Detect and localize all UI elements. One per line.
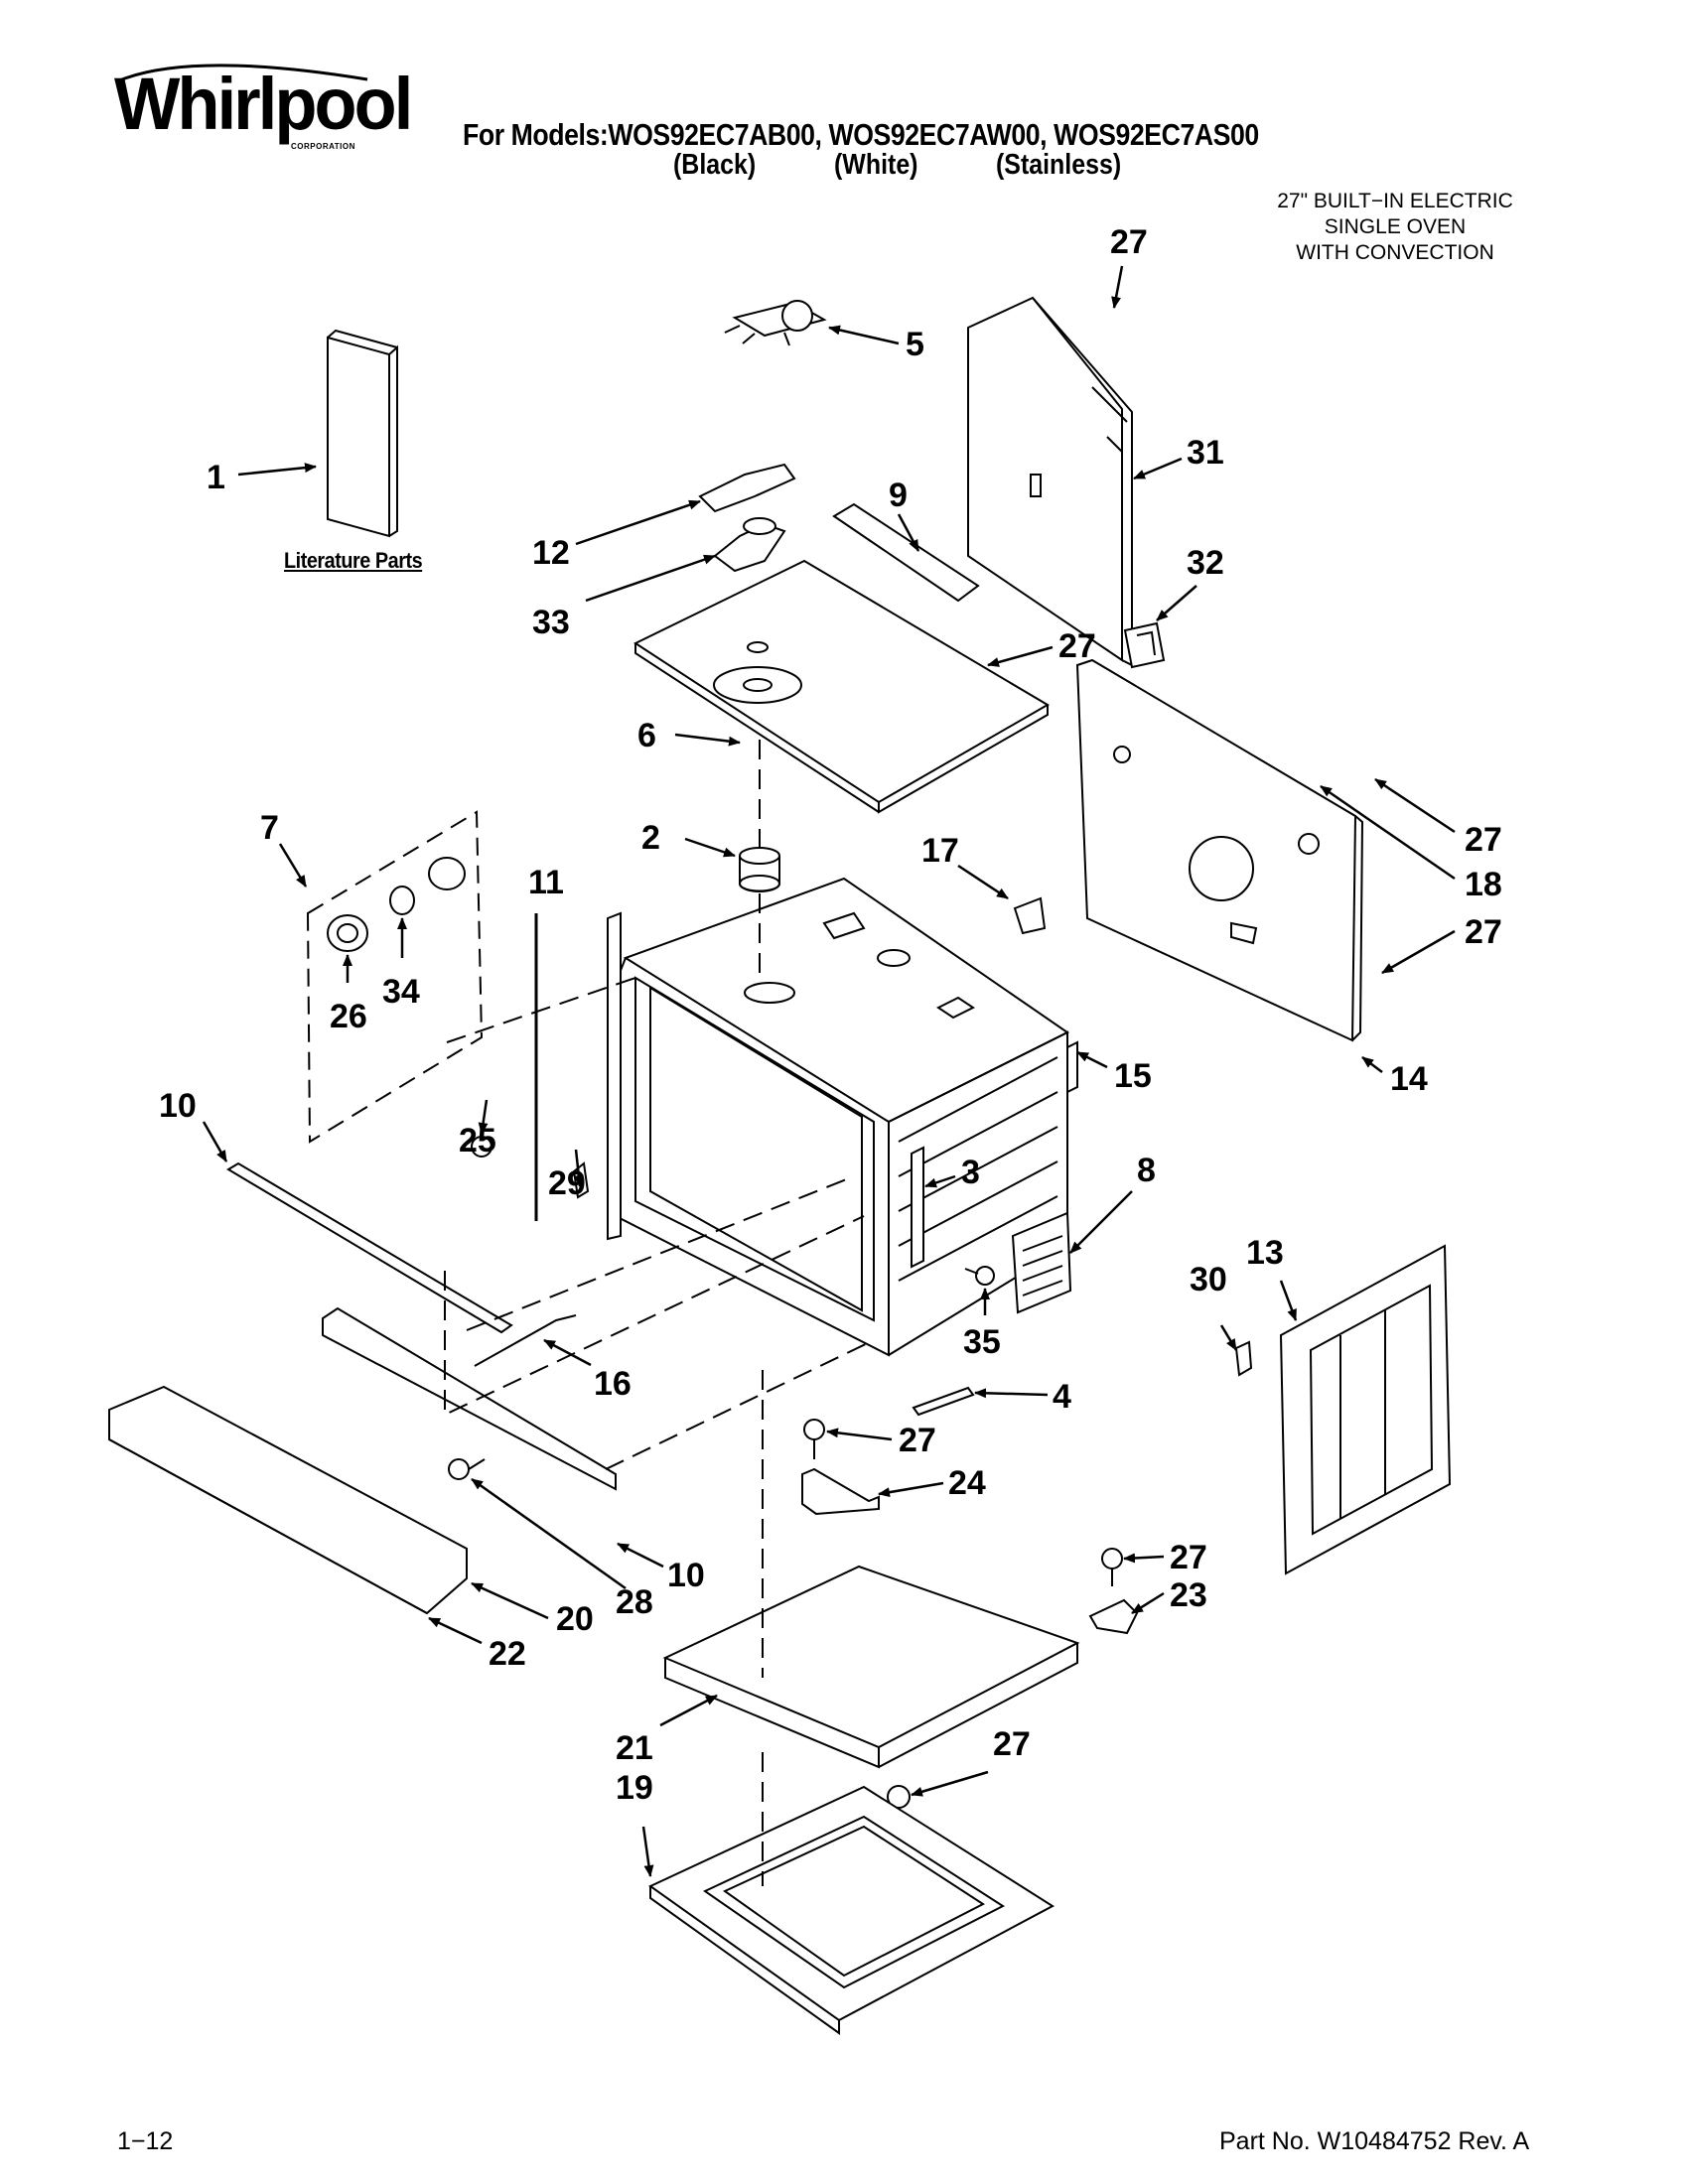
part-number: Part No. W10484752 Rev. A bbox=[1219, 2127, 1530, 2155]
callout-23: 23 bbox=[1170, 1576, 1207, 1614]
callout-7: 7 bbox=[260, 809, 279, 847]
part-25 bbox=[471, 1136, 492, 1158]
description-line: WITH CONVECTION bbox=[1296, 241, 1494, 264]
leader-arrows bbox=[202, 265, 1456, 1877]
part-side-panel-13 bbox=[1279, 1244, 1452, 1575]
description-line: SINGLE OVEN bbox=[1324, 215, 1467, 238]
callout-8: 8 bbox=[1137, 1152, 1156, 1189]
part-vent-33 bbox=[713, 522, 786, 573]
part-light-26-34 bbox=[327, 857, 466, 952]
callout-20: 20 bbox=[556, 1600, 594, 1638]
part-screw-28 bbox=[448, 1458, 486, 1480]
product-description: 27" BUILT−IN ELECTRIC SINGLE OVEN WITH C… bbox=[1246, 189, 1544, 266]
callout-21: 21 bbox=[616, 1729, 653, 1767]
description-line: 27" BUILT−IN ELECTRIC bbox=[1277, 190, 1513, 212]
part-switch-5 bbox=[724, 300, 827, 346]
callout-2: 2 bbox=[641, 819, 660, 857]
brand-swoosh bbox=[116, 64, 368, 83]
callout-labels: 27 5 1 31 12 9 32 33 27 6 7 2 17 27 18 2… bbox=[159, 223, 1502, 1807]
part-screw-27f bbox=[1101, 1548, 1123, 1586]
callout-27: 27 bbox=[993, 1725, 1031, 1763]
part-bracket-3 bbox=[911, 1146, 924, 1269]
callout-27: 27 bbox=[899, 1422, 936, 1459]
part-literature bbox=[327, 329, 398, 538]
finish-stainless: (Stainless) bbox=[996, 149, 1122, 181]
brand-corporation: CORPORATION bbox=[291, 142, 355, 151]
part-shield-9 bbox=[832, 502, 980, 603]
callout-25: 25 bbox=[459, 1122, 496, 1160]
callout-14: 14 bbox=[1390, 1060, 1428, 1098]
callout-24: 24 bbox=[948, 1464, 986, 1502]
part-grille-8 bbox=[1011, 1211, 1072, 1314]
callout-35: 35 bbox=[963, 1323, 1001, 1361]
part-drawings bbox=[108, 64, 1452, 2035]
literature-parts-label: Literature Parts bbox=[284, 548, 423, 573]
finish-white: (White) bbox=[834, 149, 918, 181]
brand-logo: Whirlpool bbox=[114, 63, 413, 145]
assembly-guides bbox=[444, 740, 875, 1886]
part-rear-panel-14 bbox=[1075, 658, 1364, 1042]
callout-29: 29 bbox=[548, 1164, 586, 1202]
callout-10: 10 bbox=[159, 1087, 197, 1125]
callout-26: 26 bbox=[330, 998, 367, 1035]
part-clip-30 bbox=[1234, 1340, 1253, 1377]
part-frame-strip bbox=[607, 911, 622, 1241]
callout-13: 13 bbox=[1246, 1234, 1284, 1272]
part-bracket-23 bbox=[1088, 1598, 1139, 1635]
callout-27: 27 bbox=[1170, 1539, 1207, 1576]
callout-12: 12 bbox=[532, 534, 570, 572]
callout-10: 10 bbox=[667, 1557, 705, 1594]
part-vent-12 bbox=[698, 463, 796, 513]
callout-34: 34 bbox=[382, 973, 420, 1011]
part-trim-20-22 bbox=[108, 1385, 468, 1615]
callout-27: 27 bbox=[1058, 627, 1096, 665]
callout-16: 16 bbox=[594, 1365, 632, 1403]
callout-15: 15 bbox=[1114, 1057, 1152, 1095]
page-number: 1−12 bbox=[117, 2127, 174, 2155]
callout-27: 27 bbox=[1110, 223, 1148, 261]
callout-5: 5 bbox=[906, 326, 924, 363]
part-screw-35 bbox=[964, 1266, 995, 1286]
part-bottom-tray-19 bbox=[648, 1785, 1055, 2035]
models-title: For Models:WOS92EC7AB00, WOS92EC7AW00, W… bbox=[463, 117, 1259, 152]
callout-17: 17 bbox=[921, 832, 959, 870]
part-panel-31 bbox=[967, 296, 1133, 667]
part-bracket-15 bbox=[1066, 1040, 1078, 1094]
part-bracket-24 bbox=[801, 1467, 880, 1516]
callout-28: 28 bbox=[616, 1583, 653, 1621]
callout-32: 32 bbox=[1187, 544, 1224, 582]
callout-30: 30 bbox=[1190, 1261, 1227, 1298]
part-clip-17 bbox=[1013, 896, 1047, 935]
part-trim-10a bbox=[226, 1161, 513, 1334]
part-latch-4 bbox=[912, 1386, 975, 1417]
callout-27: 27 bbox=[1465, 821, 1502, 859]
part-bracket-32 bbox=[1123, 621, 1166, 669]
part-bottom-panel-21 bbox=[662, 1565, 1080, 1769]
callout-19: 19 bbox=[616, 1769, 653, 1807]
part-wire-16 bbox=[474, 1314, 577, 1367]
callout-33: 33 bbox=[532, 604, 570, 641]
callout-1: 1 bbox=[207, 459, 225, 496]
callout-27: 27 bbox=[1465, 913, 1502, 951]
part-top-panel-6 bbox=[633, 559, 1050, 814]
part-trim-10b bbox=[322, 1306, 617, 1491]
light-assembly-group-7 bbox=[306, 810, 484, 1144]
callout-31: 31 bbox=[1187, 434, 1224, 472]
callout-6: 6 bbox=[637, 717, 656, 754]
part-screw-27e bbox=[803, 1419, 825, 1459]
part-oven-cavity bbox=[615, 877, 1069, 1357]
part-fan-motor-2 bbox=[739, 847, 780, 892]
callout-18: 18 bbox=[1465, 866, 1502, 903]
callout-4: 4 bbox=[1053, 1378, 1071, 1416]
callout-22: 22 bbox=[489, 1635, 526, 1673]
finish-black: (Black) bbox=[673, 149, 757, 181]
callout-3: 3 bbox=[961, 1154, 980, 1191]
callout-9: 9 bbox=[889, 477, 908, 514]
callout-11: 11 bbox=[528, 864, 564, 901]
